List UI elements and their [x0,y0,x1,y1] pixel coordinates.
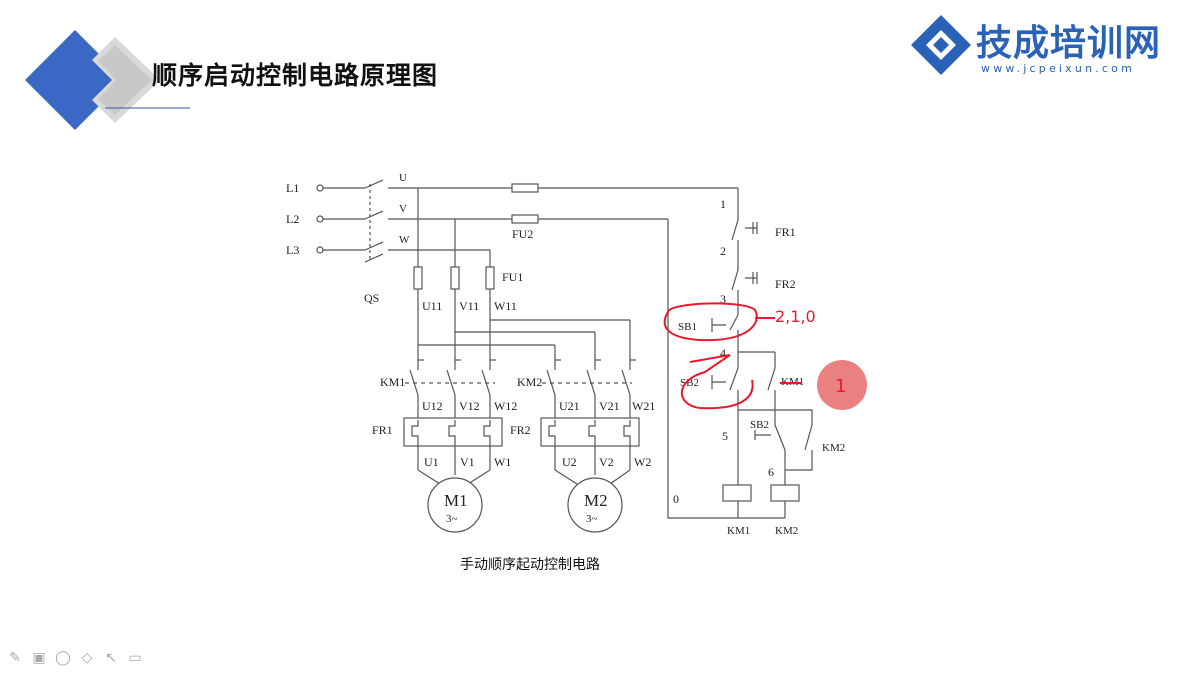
label-w2: W2 [634,455,651,469]
label-v2: V2 [599,455,614,469]
label-sb1: SB1 [678,321,697,333]
slide-logo-shape [25,30,190,130]
node-0: 0 [673,492,679,506]
label-v21: V21 [599,399,620,413]
node-5: 5 [722,429,728,443]
label-fr2-contact: FR2 [775,277,796,291]
label-u: U [399,172,407,184]
label-km1: KM1 [380,375,405,389]
label-u12: U12 [422,399,443,413]
label-km2-coil: KM2 [775,525,798,537]
node-2: 2 [720,244,726,258]
label-km1-coil: KM1 [727,525,750,537]
motor-m2-phase: 3~ [586,513,598,525]
label-v12: V12 [459,399,480,413]
highlighter-icon[interactable]: ◇ [81,650,93,666]
annotation-km1-note: 1 [835,376,846,397]
label-w12: W12 [494,399,517,413]
image-icon[interactable]: ▣ [32,650,46,666]
brand-url: www.jcpeixun.com [981,62,1136,75]
label-fr1-contact: FR1 [775,225,796,239]
label-u11: U11 [422,299,442,313]
label-qs: QS [364,291,379,305]
camera-icon[interactable]: ▭ [128,650,142,666]
label-fu1: FU1 [502,270,523,284]
label-fu2: FU2 [512,227,533,241]
eraser-icon[interactable]: ◯ [55,650,71,666]
pen-icon[interactable]: ✎ [9,650,21,666]
label-fr2: FR2 [510,423,531,437]
label-l2: L2 [286,212,299,226]
label-fr1: FR1 [372,423,393,437]
label-v11: V11 [459,299,479,313]
motor-m1-phase: 3~ [446,513,458,525]
label-v1: V1 [460,455,475,469]
pointer-icon[interactable]: ↖ [105,650,117,666]
label-sb2-second: SB2 [750,419,769,431]
label-w11: W11 [494,299,517,313]
annotation-marks [663,302,802,410]
annotation-highlight-dot [817,360,867,410]
diagram-caption: 手动顺序起动控制电路 [460,557,600,573]
slide-title: 顺序启动控制电路原理图 [152,61,439,90]
label-km2: KM2 [517,375,542,389]
node-1: 1 [720,197,726,211]
motor-m1-label: M1 [444,491,468,510]
label-l3: L3 [286,243,299,257]
label-u21: U21 [559,399,580,413]
node-6: 6 [768,465,774,479]
label-w1: W1 [494,455,511,469]
label-w21: W21 [632,399,655,413]
label-u2: U2 [562,455,577,469]
annotation-sb1-note: 2,1,0 [775,307,816,326]
brand-name: 技成培训网 [976,23,1162,64]
label-km2-aux: KM2 [822,442,845,454]
motor-m2-label: M2 [584,491,608,510]
label-l1: L1 [286,181,299,195]
label-v: V [399,203,407,215]
label-w: W [399,234,410,246]
node-4: 4 [720,346,726,360]
presentation-toolbar: ✎ ▣ ◯ ◇ ↖ ▭ [6,648,144,668]
label-u1: U1 [424,455,439,469]
brand-logo-icon [911,15,971,75]
node-3: 3 [720,292,726,306]
